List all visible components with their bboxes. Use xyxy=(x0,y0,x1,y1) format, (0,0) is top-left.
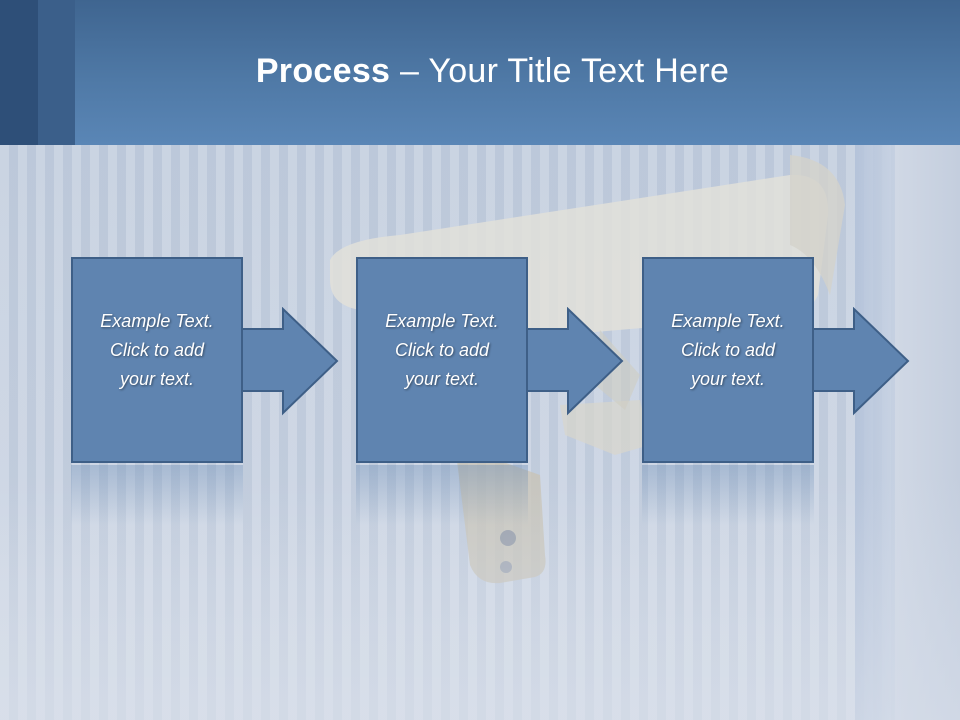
right-arrow-icon xyxy=(812,307,910,416)
step-reflection xyxy=(356,465,528,525)
step-box[interactable]: Example Text. Click to add your text. xyxy=(642,257,814,463)
step-text-line: Example Text. xyxy=(671,310,785,331)
step-reflection xyxy=(642,465,814,525)
step-text-line: Click to add xyxy=(680,339,776,360)
step-box[interactable]: Example Text. Click to add your text. xyxy=(71,257,243,463)
title-bold: Process xyxy=(255,52,391,90)
header-band: Process – Your Title Text Here xyxy=(0,0,960,145)
step-text-line: Click to add xyxy=(394,339,490,360)
step-text-line: your text. xyxy=(119,368,194,389)
header-accent-mid xyxy=(38,0,75,145)
background-fade xyxy=(0,475,960,720)
step-text-line: your text. xyxy=(690,368,765,389)
header-accent-dark xyxy=(0,0,38,145)
step-box[interactable]: Example Text. Click to add your text. xyxy=(356,257,528,463)
step-text[interactable]: Example Text. Click to add your text. xyxy=(385,307,498,394)
step-text-line: your text. xyxy=(404,368,479,389)
step-text[interactable]: Example Text. Click to add your text. xyxy=(100,307,213,394)
step-text-line: Click to add xyxy=(109,339,205,360)
right-arrow-icon xyxy=(241,307,339,416)
right-arrow-icon xyxy=(526,307,624,416)
step-reflection xyxy=(71,465,243,525)
slide-title[interactable]: Process – Your Title Text Here xyxy=(0,52,960,91)
step-text-line: Example Text. xyxy=(100,310,214,331)
title-rest: – Your Title Text Here xyxy=(390,52,730,90)
step-text-line: Example Text. xyxy=(385,310,499,331)
step-text[interactable]: Example Text. Click to add your text. xyxy=(671,307,784,394)
